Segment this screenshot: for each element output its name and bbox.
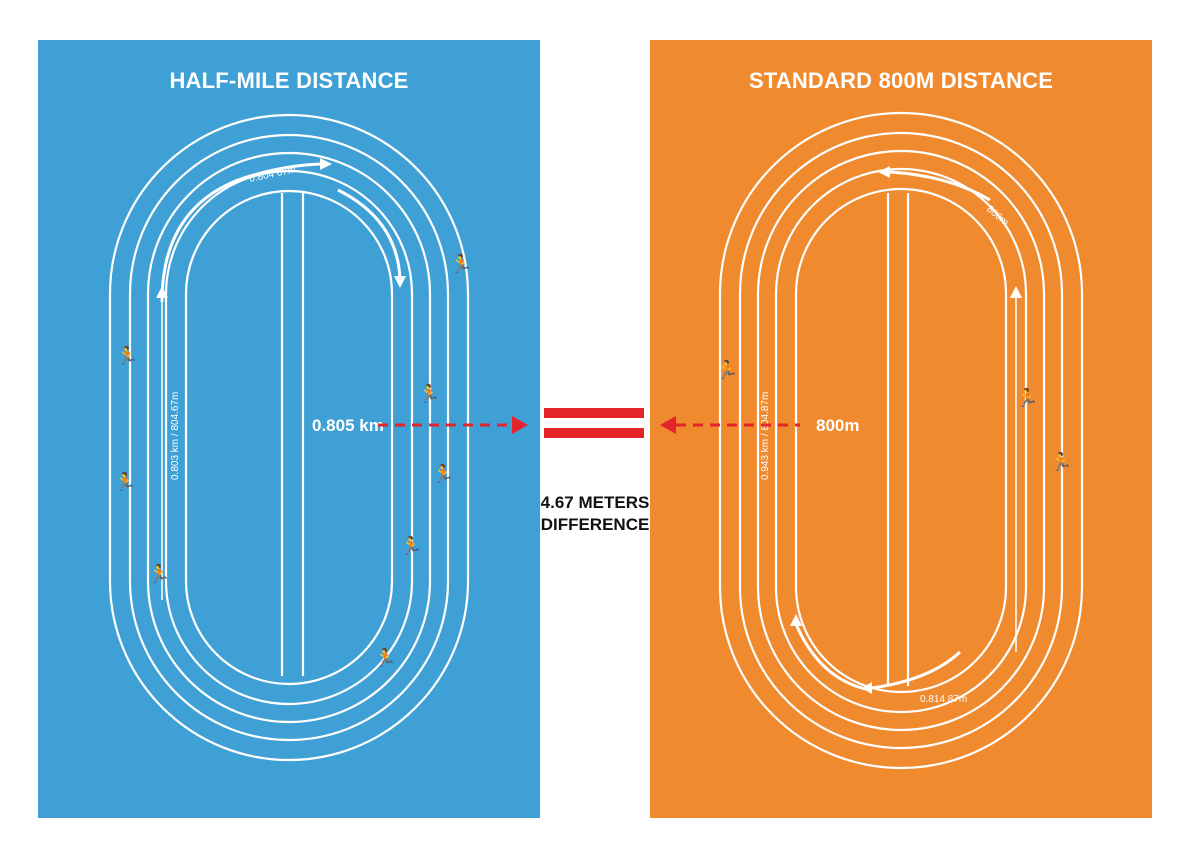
arrowhead-icon [394,276,406,288]
left-distance-label: 0.805 km [312,416,384,435]
left-track-diagram: 0.804 67m 0.803 km / 804.67m 🏃 🏃 🏃 🏃 🏃 🏃… [38,40,540,818]
left-track-lanes [108,113,470,762]
right-track-diagram: 800m 0.814 87m 0.943 km / 804.87m 🏃 🏃 🏃 [650,40,1152,818]
track-lane-inner [794,187,1008,694]
track-lane [756,149,1046,732]
curve-arrow [889,170,991,202]
difference-line-2: DIFFERENCE [540,515,650,534]
difference-line-1: 4.67 METERS [540,493,650,512]
runner-icon: 🏃 [432,463,454,484]
runner-icon: 🏃 [1050,451,1072,472]
curve-arrow [794,623,871,692]
comparison-bar-bottom [544,428,644,438]
left-panel-title: HALF-MILE DISTANCE [169,68,409,93]
runner-icon: 🏃 [1016,387,1038,408]
runner-icon: 🏃 [148,563,170,584]
track-lane-inner [184,189,394,686]
arrowhead-icon [862,682,872,694]
right-curve-label-bottom: 0.814 87m [920,694,967,705]
right-side-label: 0.943 km / 804.87m [760,392,771,480]
right-panel-title: STANDARD 800M DISTANCE [748,68,1054,93]
arrowhead-icon [878,166,890,178]
curve-arrow [871,650,962,690]
left-side-label: 0.803 km / 804.67m [170,392,181,480]
half-mile-panel: 0.804 67m 0.803 km / 804.67m 🏃 🏃 🏃 🏃 🏃 🏃… [38,40,540,818]
arrowhead-icon [1010,286,1022,298]
runner-icon: 🏃 [450,253,472,274]
curve-arrow [337,188,402,281]
right-panel-background [650,40,1152,818]
comparison-bar-top [544,408,644,418]
runner-icon: 🏃 [418,383,440,404]
right-distance-label: 800m [816,416,860,435]
track-lane [128,133,450,742]
arrowhead-icon [790,614,802,626]
right-track-lanes [718,111,1084,770]
right-direction-arrows [794,170,1017,692]
left-runners: 🏃 🏃 🏃 🏃 🏃 🏃 🏃 🏃 [114,253,472,668]
arrowhead-icon [320,158,332,170]
curve-arrow [160,162,321,303]
left-direction-arrows [160,162,402,600]
runner-icon: 🏃 [400,535,422,556]
track-lane [738,131,1064,750]
track-lane [774,167,1028,714]
track-lane [146,151,432,724]
runner-icon: 🏃 [374,647,396,668]
runner-icon: 🏃 [716,359,738,380]
runner-icon: 🏃 [114,471,136,492]
track-lane-outer [108,113,470,762]
arrowhead-icon [156,286,168,298]
right-runners: 🏃 🏃 🏃 [716,359,1072,472]
runner-icon: 🏃 [116,345,138,366]
difference-label: 4.67 METERS DIFFERENCE [530,492,660,536]
standard-800m-panel: 800m 0.814 87m 0.943 km / 804.87m 🏃 🏃 🏃 … [650,40,1152,818]
track-lane-outer [718,111,1084,770]
track-lane [164,169,414,706]
left-panel-background [38,40,540,818]
